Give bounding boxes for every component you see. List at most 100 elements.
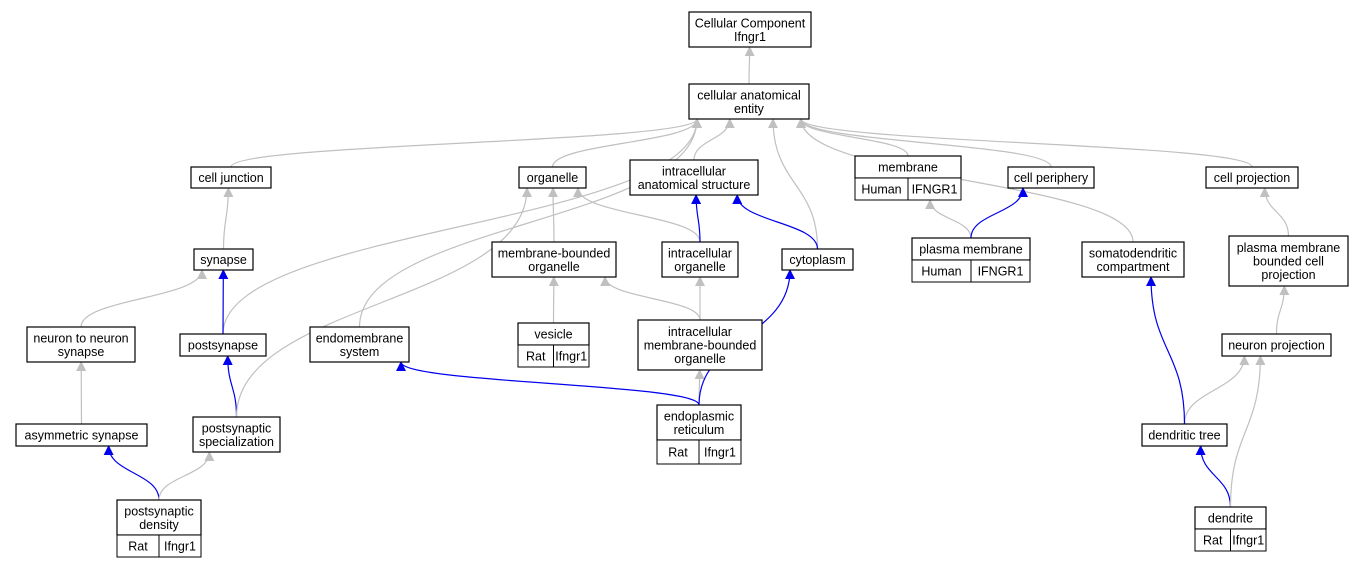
gene-cell <box>553 344 590 368</box>
node-box <box>781 248 854 271</box>
node-label: neuron to neuron <box>33 331 128 345</box>
node-box <box>637 319 763 371</box>
node-label: cell junction <box>198 171 263 185</box>
edge-part_of-er-to-endomembrane <box>396 361 700 406</box>
node-label: neuron projection <box>1228 339 1325 353</box>
go-term-node-cell_junction[interactable]: cell junction <box>190 166 272 189</box>
edge-is_a-imbo-to-mbo <box>600 276 701 321</box>
edge-is_a-dendritic_tree-to-neuron_projection <box>1183 355 1250 425</box>
node-label: projection <box>1261 268 1315 282</box>
go-term-node-synapse[interactable]: synapse <box>193 248 254 271</box>
edge-is_a-dendrite-to-neuron_projection <box>1229 355 1266 508</box>
edge-part_of-io-to-ias <box>691 194 702 243</box>
edge-is_a-endomembrane-to-cae <box>358 118 702 328</box>
gene-label: Ifngr1 <box>1232 534 1264 548</box>
node-box <box>1007 166 1095 189</box>
go-term-node-cell_projection[interactable]: cell projection <box>1205 166 1299 189</box>
node-box <box>629 159 759 196</box>
edge-is_a-psd-to-pss <box>158 451 215 501</box>
go-term-node-dendritic_tree[interactable]: dendritic tree <box>1141 423 1228 447</box>
node-label: bounded cell <box>1253 255 1324 269</box>
gene-cell <box>1230 528 1267 552</box>
edge-part_of-pss-to-postsynapse <box>222 355 238 418</box>
edges-layer <box>76 46 1290 508</box>
edge-part_of-plasma_membrane-to-cell_periphery <box>970 187 1028 239</box>
node-box <box>179 333 267 357</box>
node-label: reticulum <box>674 423 725 437</box>
node-label: intracellular <box>668 246 732 260</box>
go-term-node-postsynapse[interactable]: postsynapse <box>179 333 267 357</box>
edge-part_of-dendrite-to-dendritic_tree <box>1195 445 1232 508</box>
annotation-row: Rat Ifngr1 <box>656 439 742 465</box>
node-box <box>1141 423 1228 447</box>
go-term-node-organelle[interactable]: organelle <box>518 166 587 189</box>
species-label: Rat <box>1203 534 1223 548</box>
node-label: cellular anatomical <box>697 88 801 102</box>
edge-is_a-cell_junction-to-cae <box>230 118 702 168</box>
node-label: synapse <box>58 345 105 359</box>
node-box <box>1205 166 1299 189</box>
node-label: dendritic tree <box>1148 429 1220 443</box>
node-label: anatomical structure <box>638 178 751 192</box>
edge-is_a-mbo-to-organelle <box>548 187 559 243</box>
node-label: plasma membrane <box>919 243 1023 257</box>
edge-part_of-cytoplasm-to-ias <box>732 194 819 250</box>
node-label: somatodendritic <box>1089 246 1177 260</box>
node-label: vesicle <box>534 328 572 342</box>
node-box <box>656 404 742 441</box>
gene-label: Ifngr1 <box>704 446 736 460</box>
edge-is_a-sdc-to-cae <box>796 118 1134 243</box>
species-label: Rat <box>128 540 148 554</box>
node-label: cell projection <box>1214 171 1290 185</box>
edge-is_a-synapse-to-cell_junction <box>222 187 234 250</box>
species-label: Human <box>921 265 961 279</box>
node-label: membrane-bounded <box>498 246 611 260</box>
species-cell <box>656 439 700 465</box>
species-label: Rat <box>668 446 688 460</box>
node-label: density <box>139 518 179 532</box>
node-label: compartment <box>1097 260 1170 274</box>
gene-cell <box>698 439 742 465</box>
edge-is_a-postsynapse-to-cae <box>222 118 702 335</box>
edge-is_a-neuron_projection-to-pmbcp <box>1275 285 1290 335</box>
node-box <box>15 423 148 447</box>
node-label: plasma membrane <box>1237 241 1341 255</box>
node-box <box>688 11 812 48</box>
annotation-row: Rat Ifngr1 <box>1194 528 1267 552</box>
node-label: Cellular Component <box>695 16 806 30</box>
go-term-node-asym[interactable]: asymmetric synapse <box>15 423 148 447</box>
species-label: Rat <box>526 350 546 364</box>
edge-is_a-membrane-to-cae <box>796 118 909 157</box>
node-box <box>26 326 136 363</box>
go-term-node-neuron_projection[interactable]: neuron projection <box>1221 333 1332 357</box>
node-label: cytoplasm <box>789 253 845 267</box>
node-box <box>491 241 617 278</box>
go-term-node-cytoplasm[interactable]: cytoplasm <box>781 248 854 271</box>
gene-cell <box>970 259 1031 283</box>
edge-is_a-cytoplasm-to-cae <box>767 118 819 250</box>
go-term-node-cell_periphery[interactable]: cell periphery <box>1007 166 1095 189</box>
node-label: endoplasmic <box>664 409 734 423</box>
node-label: dendrite <box>1208 512 1253 526</box>
